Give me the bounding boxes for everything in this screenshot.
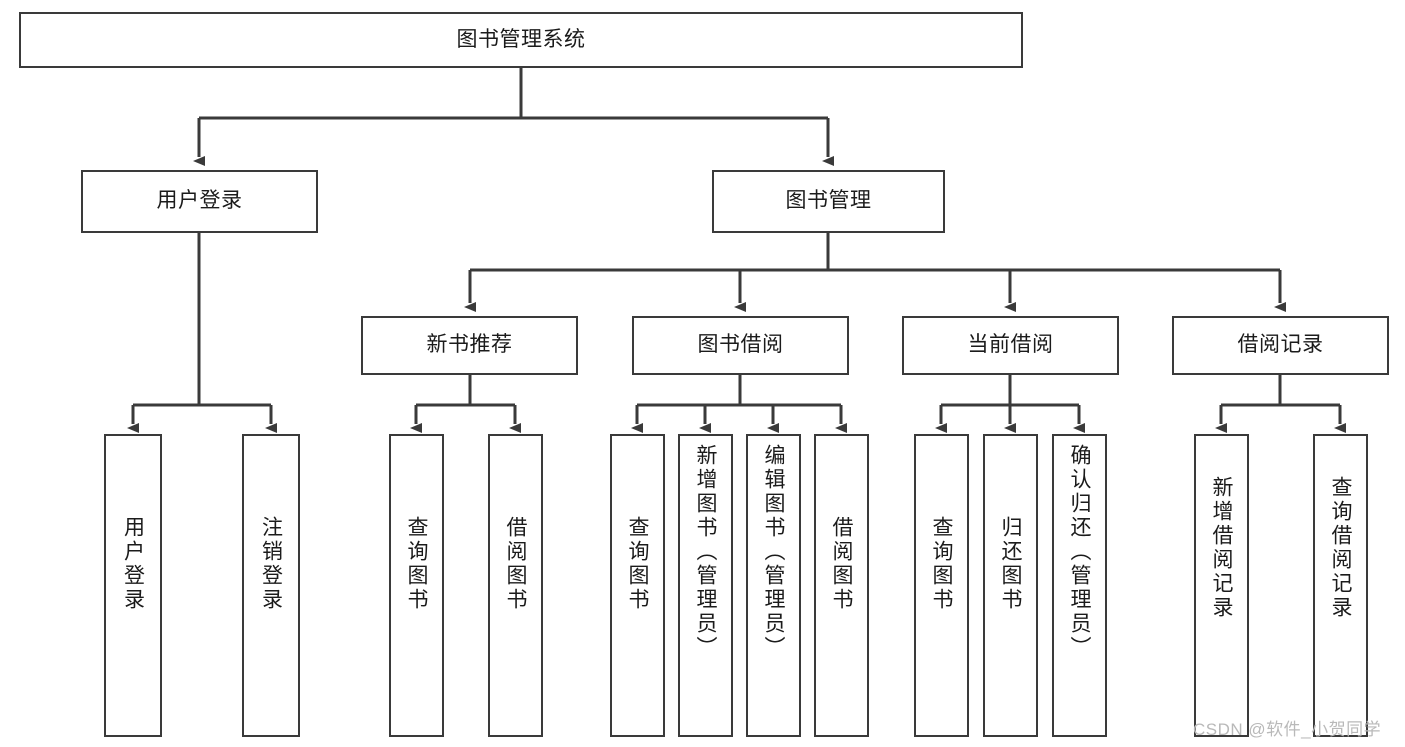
node-leaf-return-book-label: 归还图书 bbox=[999, 516, 1022, 612]
node-current-borrow[interactable]: 当前借阅 bbox=[902, 316, 1119, 375]
node-leaf-query-book-cb-label: 查询图书 bbox=[930, 516, 953, 612]
node-leaf-user-login-label: 用户登录 bbox=[121, 516, 145, 612]
node-current-borrow-label: 当前借阅 bbox=[967, 333, 1054, 357]
node-book-manage-label: 图书管理 bbox=[785, 189, 872, 213]
node-borrow-record[interactable]: 借阅记录 bbox=[1172, 316, 1389, 375]
node-new-book-recommend-label: 新书推荐 bbox=[426, 333, 513, 357]
node-leaf-confirm-return[interactable]: 确认归还（管理员） bbox=[1052, 434, 1107, 737]
node-root-label: 图书管理系统 bbox=[456, 27, 586, 51]
node-new-book-recommend[interactable]: 新书推荐 bbox=[361, 316, 578, 375]
csdn-watermark: CSDN @软件_小贺同学 bbox=[1193, 720, 1382, 739]
node-leaf-query-book-cb[interactable]: 查询图书 bbox=[914, 434, 969, 737]
node-leaf-logout[interactable]: 注销登录 bbox=[242, 434, 300, 737]
node-leaf-logout-label: 注销登录 bbox=[259, 516, 283, 612]
node-leaf-borrow-book-bb-label: 借阅图书 bbox=[830, 516, 853, 612]
node-leaf-query-borrow-record-label: 查询借阅记录 bbox=[1329, 476, 1352, 620]
node-book-manage[interactable]: 图书管理 bbox=[712, 170, 945, 233]
node-leaf-return-book[interactable]: 归还图书 bbox=[983, 434, 1038, 737]
node-leaf-confirm-return-label: 确认归还（管理员） bbox=[1068, 444, 1091, 660]
node-root[interactable]: 图书管理系统 bbox=[19, 12, 1023, 68]
node-leaf-add-borrow-record-label: 新增借阅记录 bbox=[1210, 476, 1233, 620]
node-book-borrow[interactable]: 图书借阅 bbox=[632, 316, 849, 375]
node-leaf-query-book-nb-label: 查询图书 bbox=[405, 516, 428, 612]
node-borrow-record-label: 借阅记录 bbox=[1237, 333, 1324, 357]
node-leaf-add-book[interactable]: 新增图书（管理员） bbox=[678, 434, 733, 737]
node-leaf-edit-book-label: 编辑图书（管理员） bbox=[762, 444, 785, 660]
node-leaf-add-borrow-record[interactable]: 新增借阅记录 bbox=[1194, 434, 1249, 737]
node-leaf-borrow-book-nb[interactable]: 借阅图书 bbox=[488, 434, 543, 737]
node-leaf-query-book-nb[interactable]: 查询图书 bbox=[389, 434, 444, 737]
node-leaf-query-book-bb[interactable]: 查询图书 bbox=[610, 434, 665, 737]
node-leaf-borrow-book-bb[interactable]: 借阅图书 bbox=[814, 434, 869, 737]
node-user-login-label: 用户登录 bbox=[156, 189, 243, 213]
node-leaf-user-login[interactable]: 用户登录 bbox=[104, 434, 162, 737]
node-leaf-query-book-bb-label: 查询图书 bbox=[626, 516, 649, 612]
node-user-login[interactable]: 用户登录 bbox=[81, 170, 318, 233]
node-book-borrow-label: 图书借阅 bbox=[697, 333, 784, 357]
node-leaf-edit-book[interactable]: 编辑图书（管理员） bbox=[746, 434, 801, 737]
node-leaf-borrow-book-nb-label: 借阅图书 bbox=[504, 516, 527, 612]
node-leaf-query-borrow-record[interactable]: 查询借阅记录 bbox=[1313, 434, 1368, 737]
node-leaf-add-book-label: 新增图书（管理员） bbox=[694, 444, 717, 660]
